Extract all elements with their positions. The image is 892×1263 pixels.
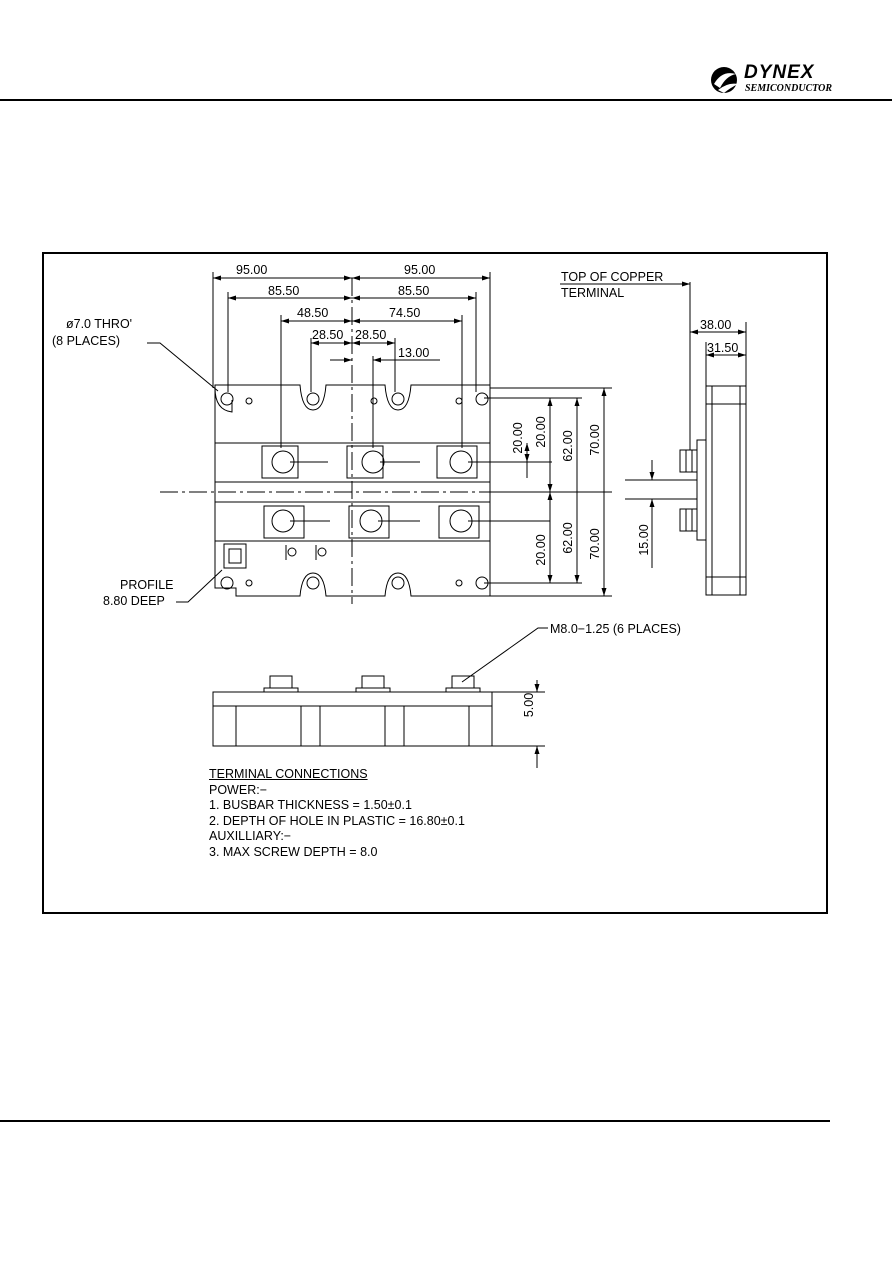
dim-85-left: 85.50	[268, 284, 299, 298]
hole-callout-leader	[147, 342, 219, 392]
profile-callout-line1: PROFILE	[120, 578, 174, 592]
front-view-labels: M8.0−1.25 (6 PLACES) 5.00	[522, 622, 681, 717]
notes-line: POWER:−	[209, 782, 267, 797]
terminal-notes: TERMINAL CONNECTIONS POWER:− 1. BUSBAR T…	[209, 767, 465, 860]
dynex-logo: DYNEX SEMICONDUCTOR	[708, 60, 833, 98]
side-view-labels: TOP OF COPPER TERMINAL 38.00 31.50 15.00	[561, 270, 738, 556]
dim-38: 38.00	[700, 318, 731, 332]
dim-v-20-a: 20.00	[511, 422, 525, 453]
vertical-dimension-lines	[484, 387, 612, 597]
aux-terminals	[223, 543, 327, 569]
header-rule	[0, 99, 892, 101]
dynex-swirl-icon	[711, 67, 738, 93]
power-terminals	[261, 445, 550, 539]
dim-85-right: 85.50	[398, 284, 429, 298]
dim-v-20-b: 20.00	[534, 416, 548, 447]
dim-5: 5.00	[522, 693, 536, 717]
dimension-arrows	[213, 275, 746, 754]
dim-15: 15.00	[637, 524, 651, 555]
brand-subtitle: SEMICONDUCTOR	[745, 83, 833, 94]
profile-callout-line2: 8.80 DEEP	[103, 594, 165, 608]
notes-title: TERMINAL CONNECTIONS	[209, 767, 368, 781]
dim-48: 48.50	[297, 306, 328, 320]
dim-v-20-c: 20.00	[534, 534, 548, 565]
dim-74: 74.50	[389, 306, 420, 320]
hole-callout-line1: ø7.0 THRO'	[66, 317, 132, 331]
dim-95-left: 95.00	[236, 263, 267, 277]
top-view-outline	[214, 384, 491, 597]
dim-13: 13.00	[398, 346, 429, 360]
notes-line: 3. MAX SCREW DEPTH = 8.0	[209, 844, 378, 859]
notes-line: 2. DEPTH OF HOLE IN PLASTIC = 16.80±0.1	[209, 813, 465, 828]
notes-line: 1. BUSBAR THICKNESS = 1.50±0.1	[209, 798, 412, 812]
mounting-holes	[220, 392, 489, 590]
dim-v-70-b: 70.00	[588, 528, 602, 559]
drawing-frame	[42, 252, 828, 914]
dim-28-left: 28.50	[312, 328, 343, 342]
copper-callout-line2: TERMINAL	[561, 286, 624, 300]
dim-95-right: 95.00	[404, 263, 435, 277]
front-view	[212, 627, 548, 768]
center-lines	[160, 278, 512, 604]
footer-rule	[0, 1120, 830, 1122]
thread-callout: M8.0−1.25 (6 PLACES)	[550, 622, 681, 636]
notes-line: AUXILLIARY:−	[209, 829, 292, 843]
copper-callout-line1: TOP OF COPPER	[561, 270, 663, 284]
top-view-labels: 95.00 95.00 85.50 85.50 48.50 74.50 28.5…	[52, 263, 602, 608]
thread-callout-leader	[461, 627, 548, 683]
dim-31: 31.50	[707, 341, 738, 355]
brand-name: DYNEX	[744, 62, 815, 83]
hole-callout-line2: (8 PLACES)	[52, 334, 120, 348]
dim-v-62-a: 62.00	[561, 430, 575, 461]
profile-callout-leader	[176, 569, 223, 603]
dim-v-62-b: 62.00	[561, 522, 575, 553]
dim-28-right: 28.50	[355, 328, 386, 342]
dim-v-70-a: 70.00	[588, 424, 602, 455]
